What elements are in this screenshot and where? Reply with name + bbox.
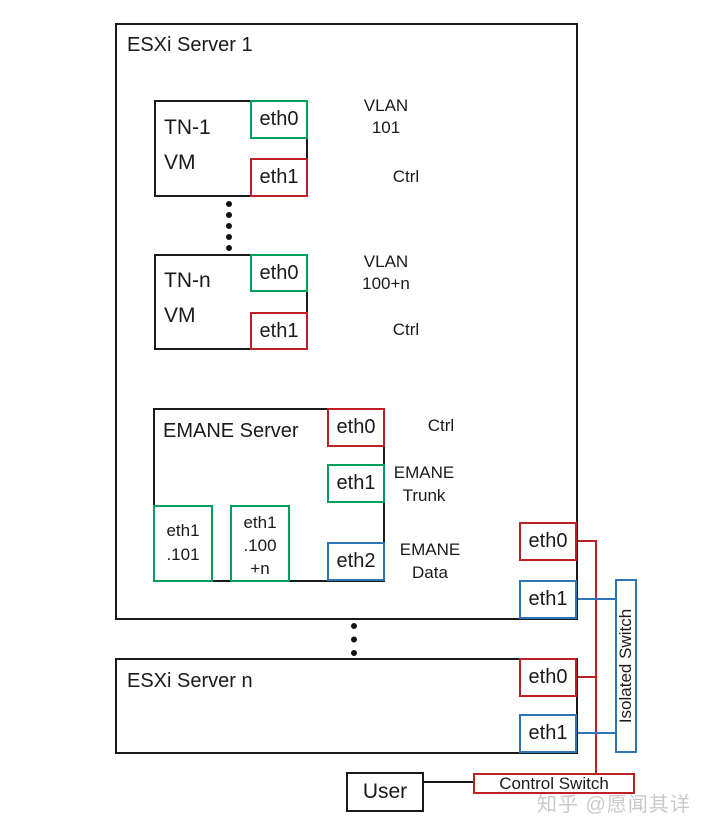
esxi1-uplink-eth1-port: eth1: [519, 580, 577, 619]
isolated-switch-label: Isolated Switch: [616, 608, 635, 724]
tn1-eth0-port: eth0: [250, 100, 308, 139]
emane-server-title: EMANE Server: [163, 420, 299, 442]
esxi-server-n-title: ESXi Server n: [127, 670, 253, 692]
esxi-server-n-box: [115, 658, 578, 754]
emane-eth1-port: eth1: [327, 464, 385, 503]
tn1-eth1-port: eth1: [250, 158, 308, 197]
uplink-eth1-to-isolated-switch: [577, 598, 617, 600]
tnn-eth0-port: eth0: [250, 254, 308, 292]
esxi1-uplink-eth0-port: eth0: [519, 522, 577, 561]
emane-eth2-port: eth2: [327, 542, 385, 581]
esxi-server-1-title: ESXi Server 1: [127, 34, 253, 56]
esxin-eth1-to-isolated-switch: [577, 732, 617, 734]
tnn-eth1-port: eth1: [250, 312, 308, 350]
ctrl-label-tn1: Ctrl: [392, 167, 420, 186]
esxin-uplink-eth0-port: eth0: [519, 658, 577, 697]
emane-vif-eth1-101: eth1.101: [153, 505, 213, 582]
control-bus-outer: [595, 540, 597, 775]
server-continuation-dots: [351, 623, 357, 656]
uplink-eth0-out: [577, 540, 597, 542]
esxin-uplink-eth1-port: eth1: [519, 714, 577, 753]
emane-eth0-port: eth0: [327, 408, 385, 447]
watermark: 知乎 @愿闻其详: [537, 794, 691, 816]
ctrl-label-emane: Ctrl: [427, 416, 455, 435]
esxin-eth0-out: [577, 676, 597, 678]
emane-vif-eth1-100n: eth1.100+n: [230, 505, 290, 582]
ctrl-label-tnn: Ctrl: [392, 320, 420, 339]
vm-continuation-dots: [226, 201, 232, 251]
isolated-switch-box: Isolated Switch: [615, 579, 637, 753]
user-to-control-switch-link: [424, 781, 473, 783]
user-box: User: [346, 772, 424, 812]
control-switch-box: Control Switch: [473, 773, 635, 794]
